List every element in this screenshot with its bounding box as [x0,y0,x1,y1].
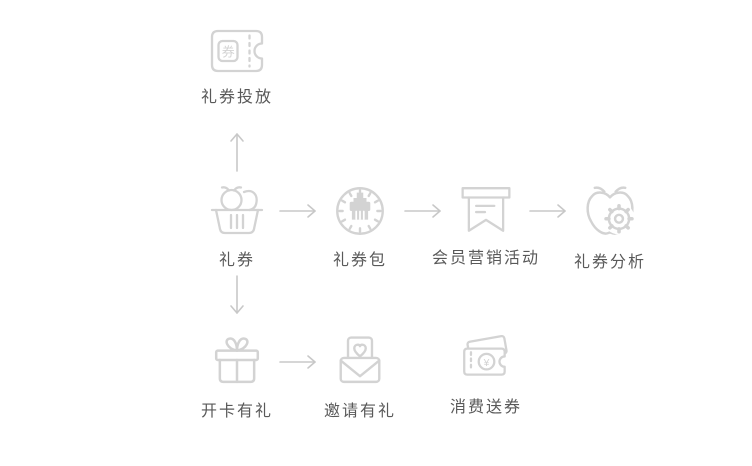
arrow-right-open-card-to-invite [278,354,318,370]
arrow-right-activity-to-analysis [528,203,568,219]
node-label: 消费送券 [449,399,522,416]
node-member-marketing-activity[interactable]: 会员营销活动 [426,185,546,268]
svg-text:¥: ¥ [483,358,490,369]
arrow-right-package-to-activity [403,203,443,219]
coupon-ticket-icon: 券 [209,28,265,74]
node-label: 礼券投放 [200,89,273,106]
banner-bookmark-icon [459,185,513,235]
node-coupon-distribution[interactable]: 券 礼券投放 [177,28,297,107]
arrow-up-coupon-to-distribution [229,131,245,173]
node-invite-gift[interactable]: 邀请有礼 [300,335,420,421]
node-label: 会员营销活动 [431,250,540,267]
arrow-right-coupon-to-package [278,203,318,219]
node-label: 礼券 [218,252,255,269]
gauge-brush-icon [334,185,386,237]
node-label: 邀请有礼 [323,403,396,420]
node-label: 礼券分析 [573,254,646,271]
fruit-basket-icon [209,185,265,237]
node-spend-send-coupon[interactable]: ¥ 消费送券 [426,335,546,417]
arrow-down-coupon-to-open-card [229,274,245,316]
gift-box-icon [211,335,263,385]
apple-gear-icon [583,185,637,239]
svg-text:券: 券 [222,45,235,60]
node-open-card-gift[interactable]: 开卡有礼 [177,335,297,421]
envelope-heart-icon [335,335,385,385]
node-coupon-package[interactable]: 礼券包 [300,185,420,270]
double-ticket-icon: ¥ [458,335,514,381]
node-label: 礼券包 [332,252,387,269]
node-label: 开卡有礼 [200,403,273,420]
node-coupon-analysis[interactable]: 礼券分析 [550,185,670,272]
node-coupon[interactable]: 礼券 [177,185,297,270]
